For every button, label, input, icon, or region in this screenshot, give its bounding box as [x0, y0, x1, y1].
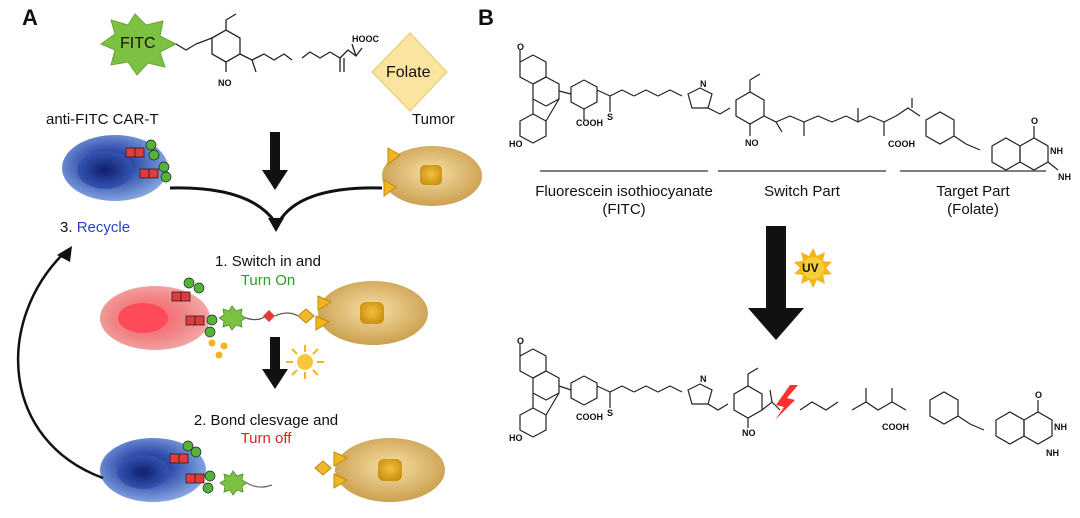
photocleavable-linker-icon — [263, 310, 275, 322]
recycle-arrow — [16, 246, 104, 480]
atom-label: O — [1031, 116, 1038, 126]
panel-b-cleaved-molecule — [519, 344, 1053, 445]
atom-label: HO — [509, 139, 523, 149]
switch-part-caption: Switch Part — [764, 183, 840, 200]
converging-arrows — [169, 132, 383, 232]
fitc-star-icon — [218, 305, 247, 331]
bond-step-line1: 2. Bond clesvage and — [193, 412, 339, 429]
atom-label: NH — [1058, 172, 1071, 182]
folate-diamond-icon — [314, 460, 332, 476]
tumor-label: Tumor — [412, 111, 455, 128]
bond-step-line2: Turn off — [240, 430, 292, 447]
car-t-cell — [62, 135, 172, 201]
recycle-word: Recycle — [76, 219, 131, 236]
released-fitc-fragment — [219, 470, 273, 496]
linker-structure — [175, 13, 363, 73]
uv-sun-icon — [794, 248, 832, 288]
atom-label: COOH — [882, 422, 909, 432]
recycle-step: 3. Recycle — [60, 220, 130, 235]
fitc-caption-line2: (FITC) — [602, 201, 646, 218]
switch-step-line1: 1. Switch in and — [215, 253, 321, 270]
car-receptor-icon — [125, 139, 160, 161]
folate-label: Folate — [386, 64, 431, 81]
switch-step-line2: Turn On — [240, 272, 296, 289]
tumor-cell — [314, 438, 445, 502]
atom-label: COOH — [888, 139, 915, 149]
target-caption-line1: Target Part — [936, 183, 1010, 200]
tumor-cell — [315, 281, 428, 345]
atom-label: S — [607, 112, 613, 122]
fitc-star-icon — [99, 13, 178, 76]
atom-label: COOH — [576, 118, 603, 128]
atom-label: O — [517, 42, 524, 52]
atom-label: HOOC — [352, 34, 380, 44]
atom-label: S — [607, 408, 613, 418]
panel-a-molecule — [99, 13, 448, 112]
uv-label: UV — [802, 261, 819, 275]
folate-receptor-icon — [383, 179, 397, 197]
panel-label-a: A — [22, 5, 38, 30]
car-t-label: anti-FITC CAR-T — [46, 111, 159, 128]
sun-icon — [286, 345, 324, 379]
switch-molecule-bound — [218, 305, 315, 331]
cleavage-arrow — [262, 337, 288, 389]
atom-label: N — [700, 79, 707, 89]
atom-label: NO — [745, 138, 759, 148]
atom-label: HO — [509, 433, 523, 443]
folate-receptor-icon — [387, 147, 401, 165]
uv-arrow — [748, 226, 804, 340]
atom-label: O — [517, 336, 524, 346]
tumor-cell — [382, 146, 482, 206]
fitc-star-icon — [219, 470, 248, 496]
fitc-caption-line1: Fluorescein isothiocyanate — [535, 183, 713, 200]
atom-label: NO — [742, 428, 756, 438]
atom-label: NH — [1050, 146, 1063, 156]
atom-label: NH — [1054, 422, 1067, 432]
atom-label: COOH — [576, 412, 603, 422]
atom-label: O — [1035, 390, 1042, 400]
atom-label: NH — [1046, 448, 1059, 458]
lightning-icon — [775, 385, 798, 420]
atom-label: NO — [218, 78, 232, 88]
recycle-number: 3. — [60, 219, 77, 236]
folate-diamond-icon — [297, 308, 315, 324]
car-receptor-icon — [139, 161, 172, 183]
car-t-cell-off — [100, 438, 216, 502]
atom-label: N — [700, 374, 707, 384]
target-caption-line2: (Folate) — [947, 201, 999, 218]
fitc-label: FITC — [120, 35, 156, 52]
panel-b-full-molecule — [519, 50, 1059, 171]
activated-car-t-cell — [100, 277, 228, 359]
panel-label-b: B — [478, 5, 494, 30]
folate-diamond-icon — [371, 32, 448, 112]
